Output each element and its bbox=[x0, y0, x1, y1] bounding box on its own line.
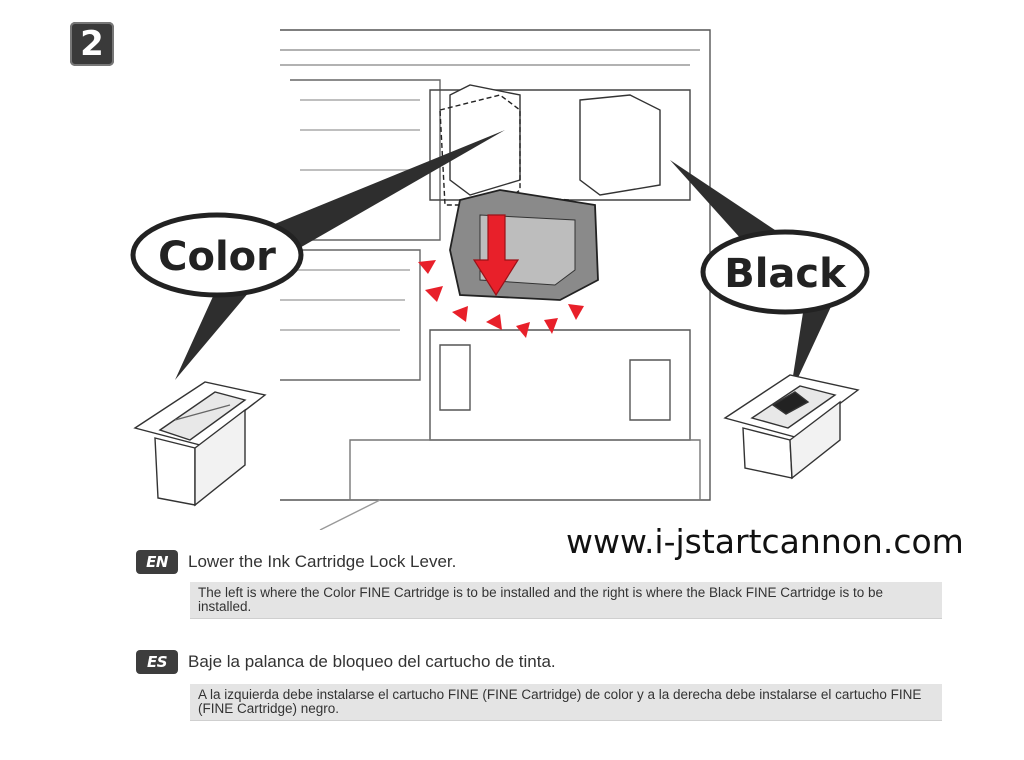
instruction-es-header: ES Baje la palanca de bloqueo del cartuc… bbox=[136, 650, 556, 674]
lang-badge-es: ES bbox=[136, 650, 178, 674]
watermark-url: www.i-jstartcannon.com bbox=[566, 522, 964, 561]
instruction-es-note: A la izquierda debe instalarse el cartuc… bbox=[190, 684, 942, 721]
black-cartridge bbox=[723, 374, 860, 480]
click-indicator-marks bbox=[418, 260, 584, 338]
color-cartridge bbox=[133, 381, 267, 507]
instruction-es-title: Baje la palanca de bloqueo del cartucho … bbox=[188, 652, 556, 671]
instruction-en-header: EN Lower the Ink Cartridge Lock Lever. bbox=[136, 550, 456, 574]
lang-badge-en: EN bbox=[136, 550, 178, 574]
instruction-en-title: Lower the Ink Cartridge Lock Lever. bbox=[188, 552, 457, 571]
instruction-en-note: The left is where the Color FINE Cartrid… bbox=[190, 582, 942, 619]
down-arrow-icon bbox=[472, 214, 520, 297]
printer-illustration: Color Black bbox=[130, 29, 870, 530]
color-callout-label: Color bbox=[158, 234, 276, 280]
step-number-badge: 2 bbox=[70, 22, 114, 66]
black-callout-label: Black bbox=[724, 251, 847, 297]
